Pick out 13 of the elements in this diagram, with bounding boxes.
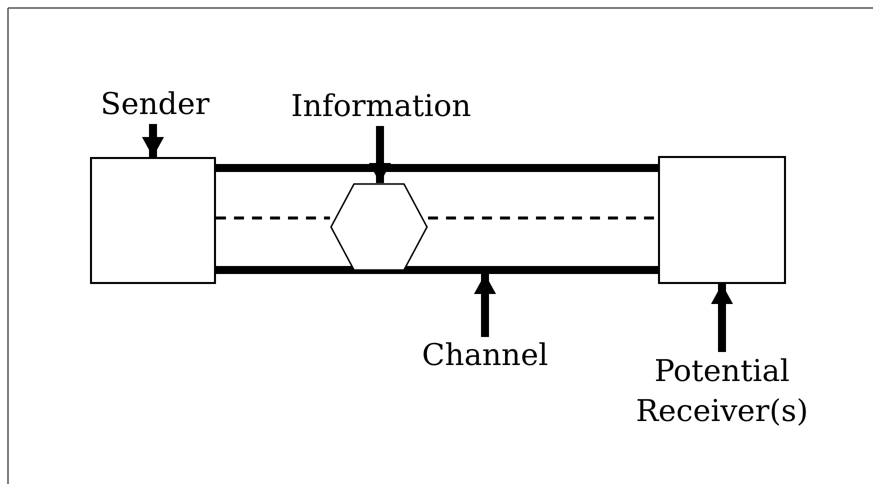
sender-label: Sender (95, 86, 215, 124)
arrow (142, 124, 164, 157)
arrow (474, 274, 496, 337)
square-box (90, 157, 216, 284)
square-box (658, 156, 786, 284)
channel-label: Channel (410, 337, 560, 375)
dashed-line (216, 216, 330, 220)
information-label: Information (276, 88, 486, 126)
arrow (711, 284, 733, 352)
arrow (369, 126, 391, 183)
receiver-label: Potential Receiver(s) (622, 352, 822, 432)
information-hexagon (330, 183, 428, 271)
channel-band (215, 164, 658, 274)
